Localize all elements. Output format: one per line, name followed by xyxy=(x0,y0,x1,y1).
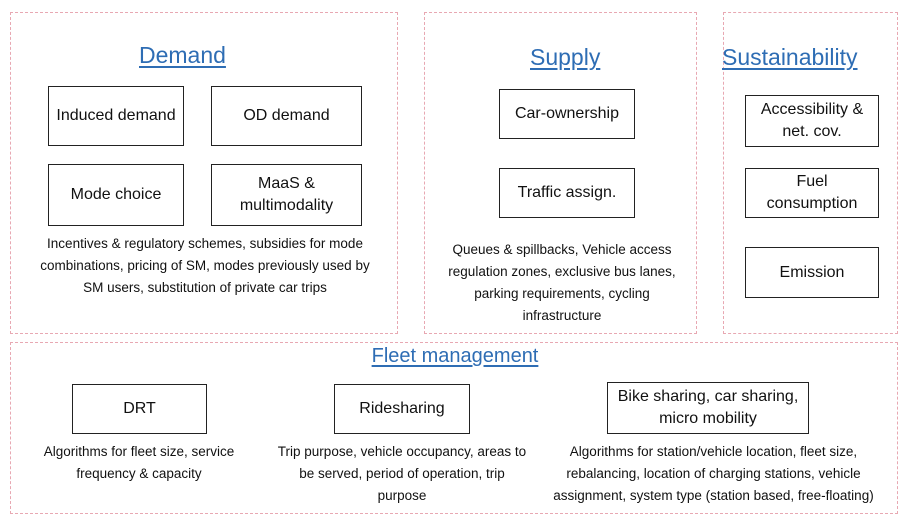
drt-description: Algorithms for fleet size, service frequ… xyxy=(43,444,235,481)
fuel-consumption-box: Fuel consumption xyxy=(745,168,879,218)
demand-heading: Demand xyxy=(139,42,226,68)
mode-choice-box: Mode choice xyxy=(48,164,184,226)
accessibility-box: Accessibility & net. cov. xyxy=(745,95,879,147)
car-ownership-box: Car-ownership xyxy=(499,89,635,139)
ridesharing-description: Trip purpose, vehicle occupancy, areas t… xyxy=(277,444,527,503)
ridesharing-box: Ridesharing xyxy=(334,384,470,434)
od-demand-box: OD demand xyxy=(211,86,362,146)
supply-heading: Supply xyxy=(530,44,601,70)
emission-box: Emission xyxy=(745,247,879,298)
demand-description: Incentives & regulatory schemes, subsidi… xyxy=(40,236,370,295)
supply-description: Queues & spillbacks, Vehicle access regu… xyxy=(448,242,676,323)
induced-demand-box: Induced demand xyxy=(48,86,184,146)
shared-mobility-box: Bike sharing, car sharing, micro mobilit… xyxy=(607,382,809,434)
shared-mobility-description: Algorithms for station/vehicle location,… xyxy=(553,444,874,503)
fleet-panel xyxy=(10,342,898,514)
demand-panel xyxy=(10,12,398,334)
maas-box: MaaS & multimodality xyxy=(211,164,362,226)
supply-panel xyxy=(424,12,697,334)
fleet-heading: Fleet management xyxy=(371,345,539,367)
drt-box: DRT xyxy=(72,384,207,434)
traffic-assign-box: Traffic assign. xyxy=(499,168,635,218)
sustainability-heading: Sustainability xyxy=(722,44,858,70)
sustainability-panel xyxy=(723,12,898,334)
